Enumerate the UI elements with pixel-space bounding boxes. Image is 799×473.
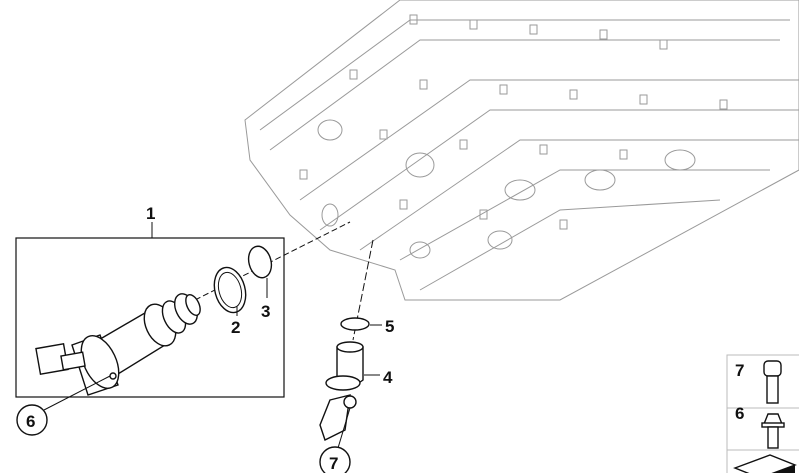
head-bolt (639, 94, 648, 105)
callout-7: 7 (329, 454, 338, 473)
head-bolt (379, 129, 388, 140)
head-bolt (409, 14, 418, 25)
legend-number-7: 7 (735, 361, 744, 380)
camshaft-sensor-4 (319, 341, 364, 441)
head-bolt (719, 99, 728, 110)
head-bolt (529, 24, 538, 35)
hex-flange-bolt-icon (761, 413, 785, 449)
callout-3: 3 (261, 302, 270, 321)
callout-4: 4 (383, 368, 393, 387)
callout-6-leader (43, 375, 111, 411)
callout-5: 5 (385, 317, 394, 336)
cylinder-head-drawing (244, 0, 799, 301)
head-bolt (459, 139, 468, 150)
callout-2: 2 (231, 318, 240, 337)
shim-plate-icon (733, 454, 797, 473)
callout-1: 1 (146, 204, 155, 223)
o-ring-3 (247, 245, 273, 279)
head-bolt (399, 199, 408, 210)
socket-head-bolt-icon (763, 360, 782, 404)
sealing-ring-2 (213, 266, 247, 314)
head-bolt (479, 209, 488, 220)
sealing-ring-2-inner (217, 271, 243, 309)
assembly-1-frame (15, 237, 285, 398)
head-bolt (539, 144, 548, 155)
head-bolt (299, 169, 308, 180)
head-bolt (619, 149, 628, 160)
o-ring-5 (340, 317, 370, 331)
head-bolt (569, 89, 578, 100)
callout-7-circle (319, 446, 351, 473)
head-bolt (499, 84, 508, 95)
fastener-legend: 7 6 (726, 354, 799, 473)
head-bolt (349, 69, 358, 80)
head-bolt (559, 219, 568, 230)
callout-6: 6 (26, 412, 35, 431)
callout-7-leader (337, 407, 351, 449)
head-bolt (659, 39, 668, 50)
head-bolt (599, 29, 608, 40)
legend-number-6: 6 (735, 404, 744, 423)
solenoid-valve (35, 221, 351, 396)
head-bolt (469, 19, 478, 30)
head-bolt (419, 79, 428, 90)
callout-6-circle (16, 404, 48, 436)
